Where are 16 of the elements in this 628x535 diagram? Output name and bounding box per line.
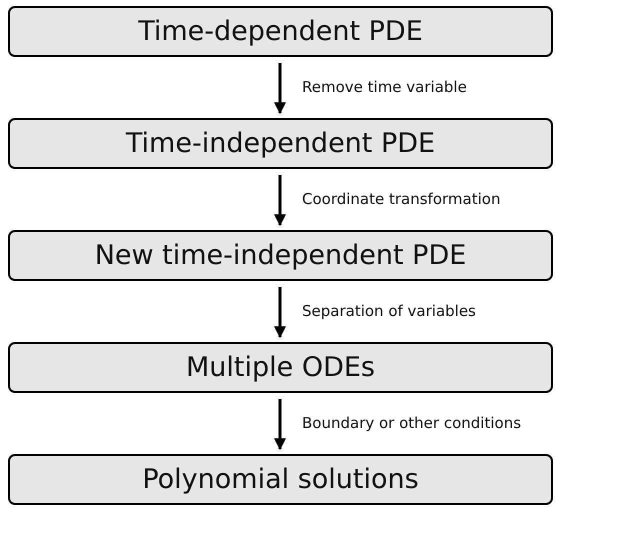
arrow [274,175,286,226]
arrow [274,287,286,338]
process-box [8,230,553,281]
process-box [8,342,553,393]
edge-label: Boundary or other conditions [302,414,522,432]
arrow [274,63,286,114]
process-box [8,6,553,57]
box-title: Multiple ODEs [186,352,375,383]
box-title: Time-independent PDE [126,128,436,159]
box-title: Polynomial solutions [142,464,419,495]
box-title: Time-dependent PDE [138,16,423,47]
edge-label: Separation of variables [302,302,476,320]
arrow [274,399,286,450]
process-box [8,454,553,505]
process-box [8,118,553,169]
box-title: New time-independent PDE [94,240,466,271]
